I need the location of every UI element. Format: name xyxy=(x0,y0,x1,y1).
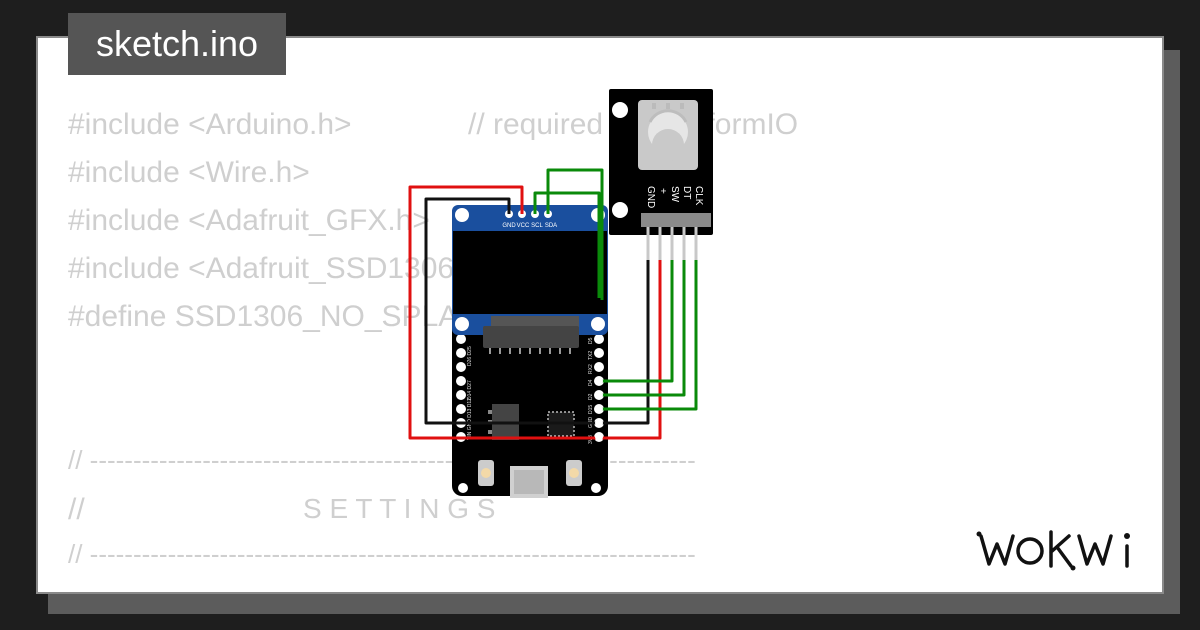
oled-display[interactable]: GND VCC SCL SDA xyxy=(452,205,608,354)
rotary-encoder[interactable]: CLK DT SW + GND xyxy=(609,89,713,260)
file-tab-label: sketch.ino xyxy=(95,23,259,64)
oled-pin-vcc: VCC xyxy=(517,223,530,229)
wire-red-encoder-vcc xyxy=(600,260,662,440)
oled-pin-scl: SCL xyxy=(531,223,543,229)
oled-pin-labels: GND VCC SCL SDA xyxy=(502,223,557,229)
svg-text:TX2: TX2 xyxy=(588,351,594,360)
encoder-pin-clk: CLK xyxy=(693,186,704,206)
svg-text:D26 D25: D26 D25 xyxy=(467,346,473,366)
oled-pin-sda: SDA xyxy=(545,223,557,229)
code-settings-heading: S E T T I N G S xyxy=(303,493,496,524)
wire-green-encoder-dt xyxy=(600,260,686,397)
mount-hole xyxy=(458,483,468,493)
encoder-pin-sw: SW xyxy=(669,186,680,203)
svg-text:D5: D5 xyxy=(588,337,594,344)
wires xyxy=(408,168,698,440)
file-tab[interactable]: sketch.ino xyxy=(68,13,286,75)
wokwi-logo xyxy=(976,530,1130,571)
encoder-pin-labels: CLK DT SW + GND xyxy=(645,186,704,208)
svg-text:VIN GND D13 D12: VIN GND D13 D12 xyxy=(467,398,473,440)
mount-hole xyxy=(591,483,601,493)
wire-green-scl xyxy=(533,191,601,298)
encoder-pin-dt: DT xyxy=(681,186,692,199)
code-line-include-ssd1306: #include <Adafruit_SSD1306.h> xyxy=(68,252,497,285)
wire-black-encoder-gnd xyxy=(600,260,650,425)
code-line-include-arduino: #include <Arduino.h> xyxy=(68,108,352,141)
wire-green-sda xyxy=(546,168,604,300)
encoder-pin-plus: + xyxy=(657,188,668,194)
code-separator-bottom: // -------------------------------------… xyxy=(68,539,696,569)
oled-screen xyxy=(453,231,607,314)
oled-ribbon xyxy=(483,326,579,348)
svg-text:RX2: RX2 xyxy=(588,364,594,374)
svg-text:D2: D2 xyxy=(588,393,594,400)
wire-black-oled-gnd xyxy=(424,197,600,425)
svg-text:D4: D4 xyxy=(588,379,594,386)
code-line-define-nosplash: #define SSD1306_NO_SPLASH xyxy=(68,300,500,333)
wire-red-oled-vcc xyxy=(408,185,600,440)
code-line-include-wire: #include <Wire.h> xyxy=(68,156,310,189)
encoder-header xyxy=(641,213,711,227)
code-comment-slashes: // xyxy=(68,493,85,526)
svg-text:D14 D27: D14 D27 xyxy=(467,380,473,400)
wire-green-encoder-clk xyxy=(600,260,698,411)
oled-pin-gnd: GND xyxy=(502,223,516,229)
encoder-pin-gnd: GND xyxy=(645,186,656,208)
wire-green-encoder-sw xyxy=(600,260,674,383)
svg-text:D15: D15 xyxy=(588,405,594,414)
code-line-include-gfx: #include <Adafruit_GFX.h> xyxy=(68,204,430,237)
